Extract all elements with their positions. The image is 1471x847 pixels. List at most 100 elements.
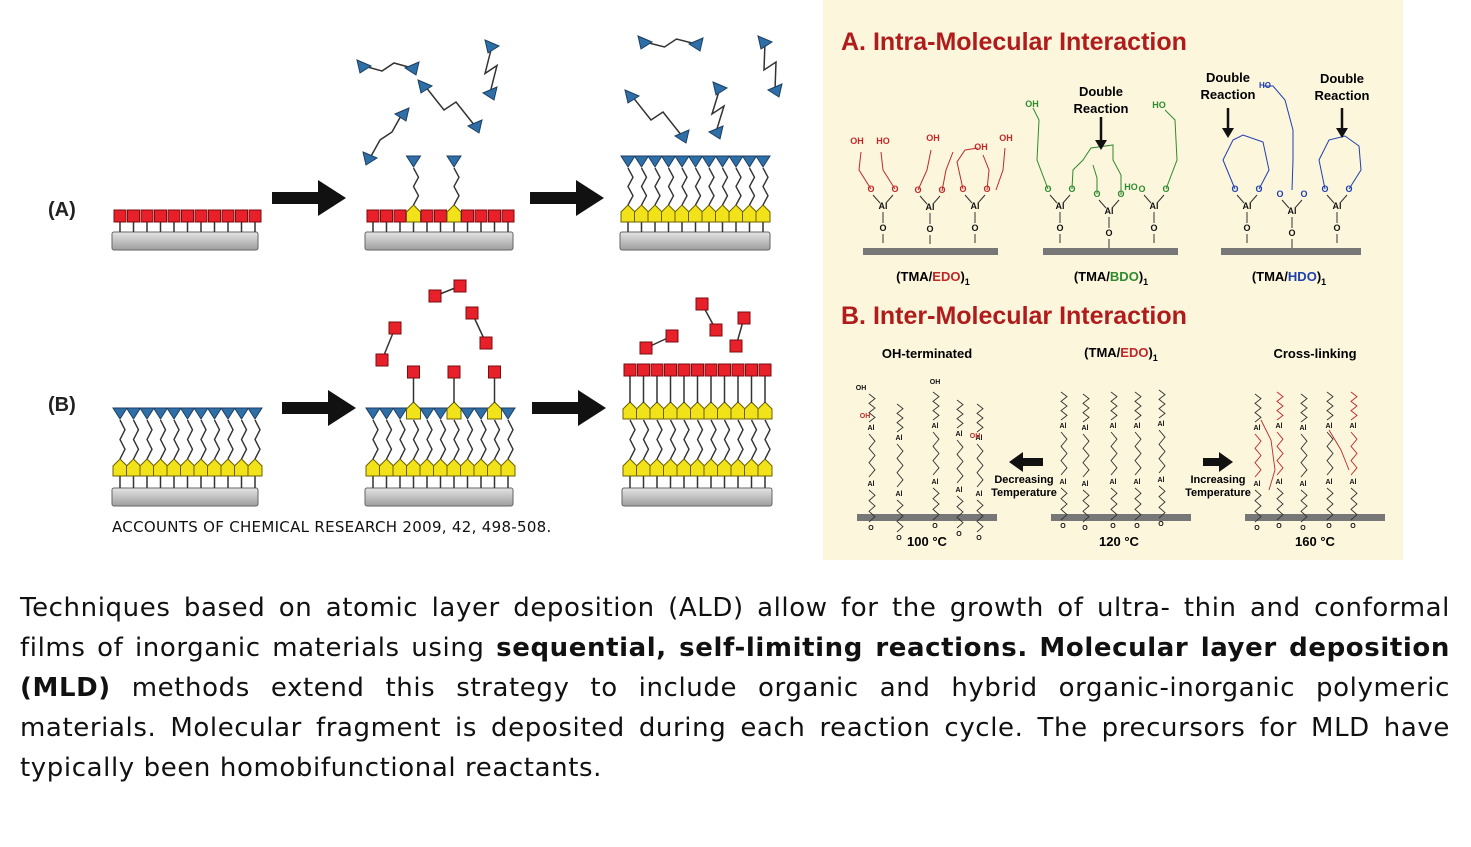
bond — [1318, 135, 1362, 190]
double-reaction-label-3b: Reaction — [1315, 88, 1370, 103]
zigzag-chain — [480, 419, 487, 460]
mini-chain — [896, 499, 904, 533]
zigzag-chain — [656, 419, 663, 460]
atom-label: Al — [896, 491, 903, 498]
surface-bar — [1051, 514, 1191, 521]
zigzag-chain — [439, 419, 447, 460]
bond — [977, 194, 986, 204]
yellow-unit — [755, 204, 771, 223]
mini-chain — [1300, 433, 1308, 478]
yellow-unit — [674, 204, 690, 223]
bond — [1236, 194, 1245, 204]
yellow-unit — [730, 458, 746, 477]
mini-chain — [1276, 391, 1284, 421]
yellow-unit — [728, 204, 744, 223]
double-reaction-label-1b: Reaction — [1074, 101, 1129, 116]
cross-link — [1328, 429, 1350, 471]
double-reaction-label-2a: Double — [1206, 70, 1250, 85]
atom-label: O — [896, 535, 902, 542]
atom-label: Al — [1082, 481, 1089, 488]
blue-triangle — [206, 407, 223, 420]
atom-label: Al — [1243, 201, 1252, 211]
red-square — [695, 297, 709, 311]
row-b-label: (B) — [48, 394, 76, 416]
yellow-unit — [460, 458, 475, 477]
zigzag-chain — [186, 419, 194, 460]
arrow-shaft — [282, 402, 330, 414]
atom-label: Al — [868, 425, 875, 432]
atom-label: Al — [1158, 477, 1165, 484]
cross-link — [1260, 419, 1276, 491]
atom-label: Al — [1060, 423, 1067, 430]
yellow-unit — [180, 458, 195, 477]
mini-chain — [1254, 393, 1262, 423]
surface-bar — [1221, 248, 1361, 255]
red-square — [709, 323, 723, 337]
zigzag-chain — [173, 419, 180, 460]
atom-label: O — [976, 535, 982, 542]
yellow-unit — [717, 458, 732, 477]
atom-label: O — [932, 523, 938, 530]
atom-label: HO — [1259, 81, 1271, 90]
yellow-unit — [112, 458, 128, 477]
red-square — [127, 209, 140, 223]
yellow-unit — [661, 204, 676, 223]
atom-label: O — [1300, 189, 1307, 199]
yellow-unit — [139, 458, 155, 477]
blue-triangle — [393, 107, 410, 122]
decreasing-temperature-label-2: Temperature — [991, 487, 1057, 499]
red-square — [366, 209, 380, 223]
yellow-unit — [193, 458, 209, 477]
atom-label: Al — [879, 201, 888, 211]
red-square — [434, 209, 447, 223]
atom-label: O — [1105, 228, 1112, 238]
blue-triangle — [362, 151, 379, 166]
yellow-unit — [622, 458, 638, 477]
atom-label: HO — [1152, 100, 1166, 110]
yellow-unit — [744, 458, 759, 477]
blue-triangle — [701, 155, 717, 168]
panel-label-bdo: (TMA/BDO)1 — [1074, 269, 1148, 287]
mini-chain — [1134, 391, 1142, 421]
atom-label: O — [1082, 525, 1088, 532]
mini-chain — [1350, 391, 1358, 421]
red-square — [194, 209, 208, 223]
mini-chain — [976, 499, 984, 533]
blue-triangle — [766, 83, 783, 98]
red-square — [488, 209, 501, 223]
red-square — [140, 209, 154, 223]
yellow-unit — [636, 401, 651, 420]
zigzag-chain — [737, 419, 744, 460]
panel-label-edo: (TMA/EDO)1 — [896, 269, 970, 287]
red-square — [664, 363, 677, 377]
arrow-shaft — [532, 402, 580, 414]
zigzag-chain — [642, 419, 650, 460]
red-square — [453, 279, 467, 293]
substrate — [364, 487, 514, 507]
red-square — [479, 336, 493, 350]
mini-chain — [1350, 487, 1358, 521]
zigzag-chain — [654, 167, 661, 206]
zigzag-chain — [426, 419, 433, 460]
free-linker — [369, 113, 403, 159]
yellow-unit — [663, 458, 678, 477]
atom-label: O — [1138, 184, 1145, 194]
atom-label: Al — [1326, 423, 1333, 430]
atom-label: O — [956, 531, 962, 538]
mini-chain — [868, 433, 876, 478]
bond — [1222, 134, 1270, 190]
panel-label-hdo: (TMA/HDO)1 — [1252, 269, 1326, 287]
mini-chain — [1326, 431, 1334, 476]
yellow-unit — [703, 458, 719, 477]
bond — [1281, 199, 1290, 209]
blue-triangle — [247, 407, 263, 420]
yellow-unit — [153, 458, 168, 477]
atom-label: Al — [896, 435, 903, 442]
blue-triangle — [112, 407, 128, 420]
oh-terminated-label: OH-terminated — [882, 346, 972, 361]
surface-bar — [1245, 514, 1385, 521]
atom-label: Al — [1105, 206, 1114, 216]
red-square — [650, 363, 664, 377]
yellow-unit — [166, 458, 182, 477]
blue-triangle — [193, 407, 209, 420]
